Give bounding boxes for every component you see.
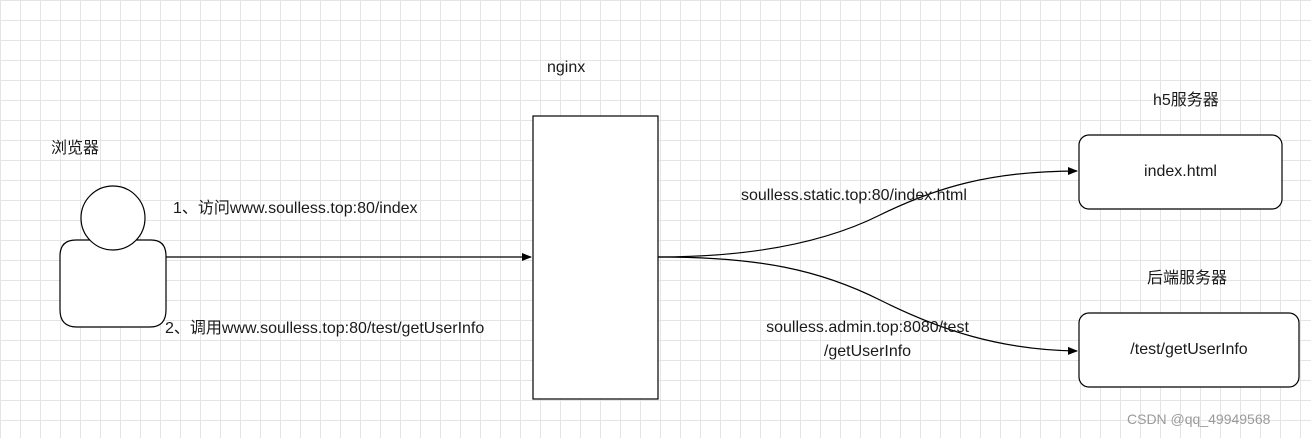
nginx-label: nginx	[547, 59, 586, 76]
request-step-2-label: 2、调用www.soulless.top:80/test/getUserInfo	[165, 320, 485, 337]
backend-server-box	[1078, 312, 1300, 388]
request-step-1-label: 1、访问www.soulless.top:80/index	[173, 200, 418, 217]
browser-label: 浏览器	[51, 140, 100, 157]
admin-route-label-line1: soulless.admin.top:8080/test	[766, 319, 969, 336]
browser-user-icon	[59, 185, 167, 328]
h5-server-content: index.html	[1144, 163, 1217, 180]
admin-route-label-line2: /getUserInfo	[823, 343, 912, 360]
backend-server-content: /test/getUserInfo	[1130, 341, 1248, 358]
nginx-to-h5-arrow	[657, 167, 1078, 258]
h5-server-title: h5服务器	[1153, 92, 1219, 109]
user-head-shape	[80, 185, 146, 251]
backend-server-title: 后端服务器	[1147, 270, 1228, 287]
nginx-to-backend-arrow	[657, 256, 1078, 355]
nginx-box	[532, 115, 659, 400]
h5-server-box	[1078, 134, 1283, 210]
static-route-label: soulless.static.top:80/index.html	[741, 187, 967, 204]
watermark-text: CSDN @qq_49949568	[1127, 411, 1271, 427]
user-body-shape	[59, 239, 167, 328]
